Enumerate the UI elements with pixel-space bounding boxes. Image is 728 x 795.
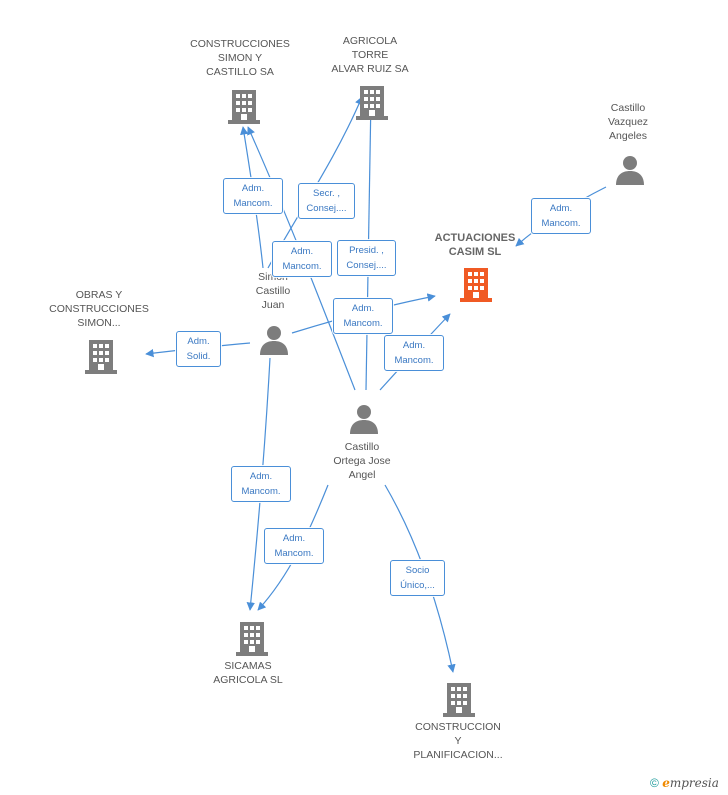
building-icon[interactable] — [460, 266, 492, 302]
relation-label[interactable]: Socio Único,... — [390, 560, 445, 596]
node-label-agricola-torre: AGRICOLA TORRE ALVAR RUIZ SA — [331, 35, 409, 75]
copyright-icon: © — [650, 776, 659, 790]
relation-label[interactable]: Adm. Mancom. — [231, 466, 291, 502]
node-label-simon-castillo: Simon Castillo Juan — [255, 271, 291, 311]
relation-label[interactable]: Presid. , Consej.... — [337, 240, 396, 276]
relation-label[interactable]: Adm. Mancom. — [272, 241, 332, 277]
relation-label[interactable]: Adm. Mancom. — [333, 298, 393, 334]
footer-brand: © empresia — [650, 776, 719, 790]
node-label-construccion-planificacion: CONSTRUCCION Y PLANIFICACION... — [413, 721, 503, 761]
node-label-obras-construcciones: OBRAS Y CONSTRUCCIONES SIMON... — [49, 289, 149, 329]
building-icon[interactable] — [85, 338, 117, 374]
relation-label[interactable]: Adm. Mancom. — [531, 198, 591, 234]
node-label-sicamas: SICAMAS AGRICOLA SL — [213, 660, 283, 686]
node-label-actuaciones-casim: ACTUACIONES CASIM SL — [434, 232, 516, 258]
relation-label[interactable]: Secr. , Consej.... — [298, 183, 355, 219]
person-icon[interactable] — [259, 325, 289, 355]
building-icon[interactable] — [236, 620, 268, 656]
node-label-construcciones-simon: CONSTRUCCIONES SIMON Y CASTILLO SA — [190, 38, 290, 78]
person-icon[interactable] — [615, 155, 645, 185]
relation-label[interactable]: Adm. Mancom. — [384, 335, 444, 371]
building-icon[interactable] — [356, 84, 388, 120]
person-icon[interactable] — [349, 404, 379, 434]
building-icon[interactable] — [443, 681, 475, 717]
brand-logo: empresia — [662, 776, 719, 790]
relation-label[interactable]: Adm. Mancom. — [223, 178, 283, 214]
building-icon[interactable] — [228, 88, 260, 124]
relation-label[interactable]: Adm. Solid. — [176, 331, 221, 367]
node-label-castillo-vazquez: Castillo Vazquez Angeles — [607, 102, 649, 142]
node-label-castillo-ortega: Castillo Ortega Jose Angel — [333, 441, 391, 481]
relation-label[interactable]: Adm. Mancom. — [264, 528, 324, 564]
